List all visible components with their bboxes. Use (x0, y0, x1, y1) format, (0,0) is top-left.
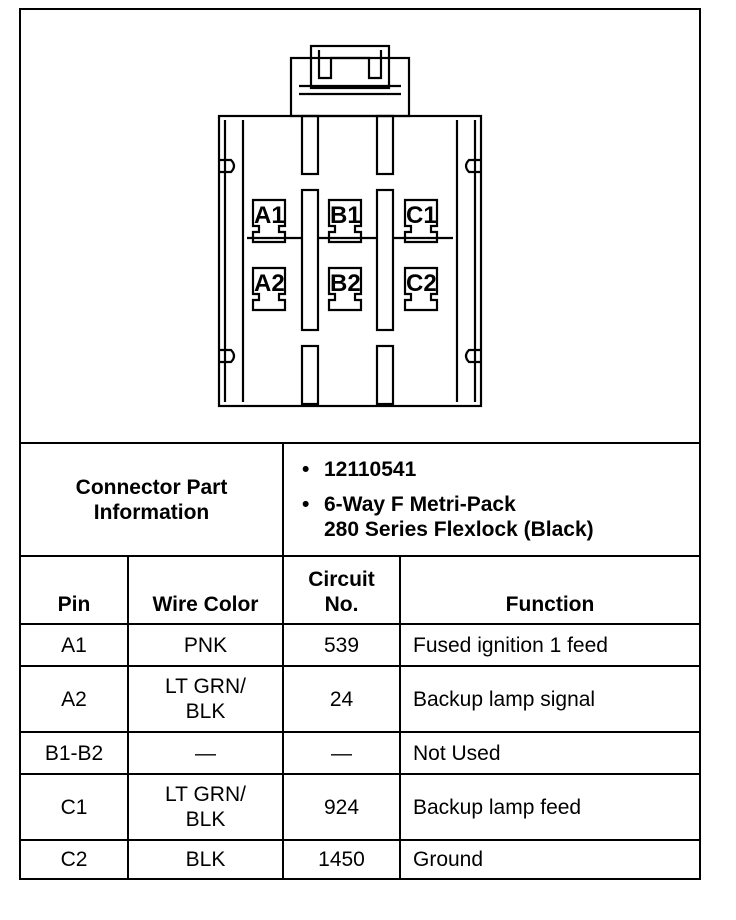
cell-pin: A1 (21, 623, 129, 667)
cell-wire-color-line1: LT GRN/ (165, 783, 246, 806)
cell-pin: B1-B2 (21, 731, 129, 775)
connector-drawing: A1 B1 C1 A2 B2 C2 (217, 44, 483, 408)
pin-label-a2: A2 (254, 270, 285, 297)
cell-function: Not Used (398, 731, 700, 775)
part-info-label: Connector Part Information (21, 444, 284, 557)
cell-function: Backup lamp signal (398, 665, 700, 733)
cell-function: Backup lamp feed (398, 773, 700, 841)
header-pin: Pin (21, 555, 129, 625)
part-number: 12110541 (324, 458, 417, 481)
pin-cavity-b2 (327, 266, 363, 312)
table-row: B1-B2 — — Not Used (21, 731, 700, 775)
cell-wire-color: PNK (127, 623, 284, 667)
cell-circuit: 539 (282, 623, 401, 667)
pin-cavity-c2 (403, 266, 439, 312)
bullet-icon: • (302, 458, 310, 481)
header-circuit-line1: Circuit (308, 568, 375, 591)
connector-diagram: A1 B1 C1 A2 B2 C2 (21, 10, 699, 444)
cell-function: Fused ignition 1 feed (398, 623, 700, 667)
header-wire-color: Wire Color (127, 555, 284, 625)
cell-pin: C2 (21, 839, 129, 878)
part-description-line1: 6-Way F Metri-Pack (324, 493, 516, 516)
header-circuit-line2: No. (324, 593, 359, 616)
connector-latch-tab (309, 44, 391, 90)
cell-circuit: 924 (282, 773, 401, 841)
cell-wire-color: LT GRN/ BLK (127, 773, 284, 841)
table-row: A2 LT GRN/ BLK 24 Backup lamp signal (21, 665, 700, 733)
part-info-details: • 12110541 • 6-Way F Metri-Pack 280 Series… (281, 444, 700, 557)
cell-wire-color: LT GRN/ BLK (127, 665, 284, 733)
cell-wire-color-line2: BLK (185, 808, 226, 831)
cell-pin: A2 (21, 665, 129, 733)
cell-circuit: 24 (282, 665, 401, 733)
header-function: Function (398, 555, 700, 625)
table-row: A1 PNK 539 Fused ignition 1 feed (21, 623, 700, 667)
bullet-icon: • (302, 493, 310, 516)
cell-function: Ground (398, 839, 700, 878)
pin-label-b2: B2 (330, 270, 361, 297)
pin-cavity-a2 (251, 266, 287, 312)
cell-wire-color-line2: BLK (185, 700, 226, 723)
pin-cavity-c1 (403, 198, 439, 244)
pin-label-b1: B1 (330, 202, 361, 229)
pin-label-c1: C1 (406, 202, 437, 229)
table-row: C2 BLK 1450 Ground (21, 839, 700, 878)
part-info-label-line2: Information (93, 500, 210, 524)
part-info-label-line1: Connector Part (75, 475, 228, 499)
cell-wire-color-line1: LT GRN/ (165, 675, 246, 698)
connector-body (217, 114, 483, 408)
pin-label-a1: A1 (254, 202, 285, 229)
part-description-line2: 280 Series Flexlock (Black) (324, 518, 594, 541)
cell-circuit: — (282, 731, 401, 775)
pin-cavity-a1 (251, 198, 287, 244)
cell-wire-color: BLK (127, 839, 284, 878)
connector-info-table: Connector Part Information • 12110541 • 6-… (21, 444, 700, 878)
header-circuit: Circuit No. (282, 555, 401, 625)
table-row: C1 LT GRN/ BLK 924 Backup lamp feed (21, 773, 700, 841)
table-header-row: Pin Wire Color Circuit No. Function (21, 555, 700, 625)
pin-label-c2: C2 (406, 270, 437, 297)
cell-wire-color: — (127, 731, 284, 775)
cell-circuit: 1450 (282, 839, 401, 878)
connector-frame: A1 B1 C1 A2 B2 C2 Connector Part Informa… (19, 8, 701, 880)
cell-pin: C1 (21, 773, 129, 841)
pin-cavity-b1 (327, 198, 363, 244)
part-info-row: Connector Part Information • 12110541 • 6-… (21, 444, 700, 557)
